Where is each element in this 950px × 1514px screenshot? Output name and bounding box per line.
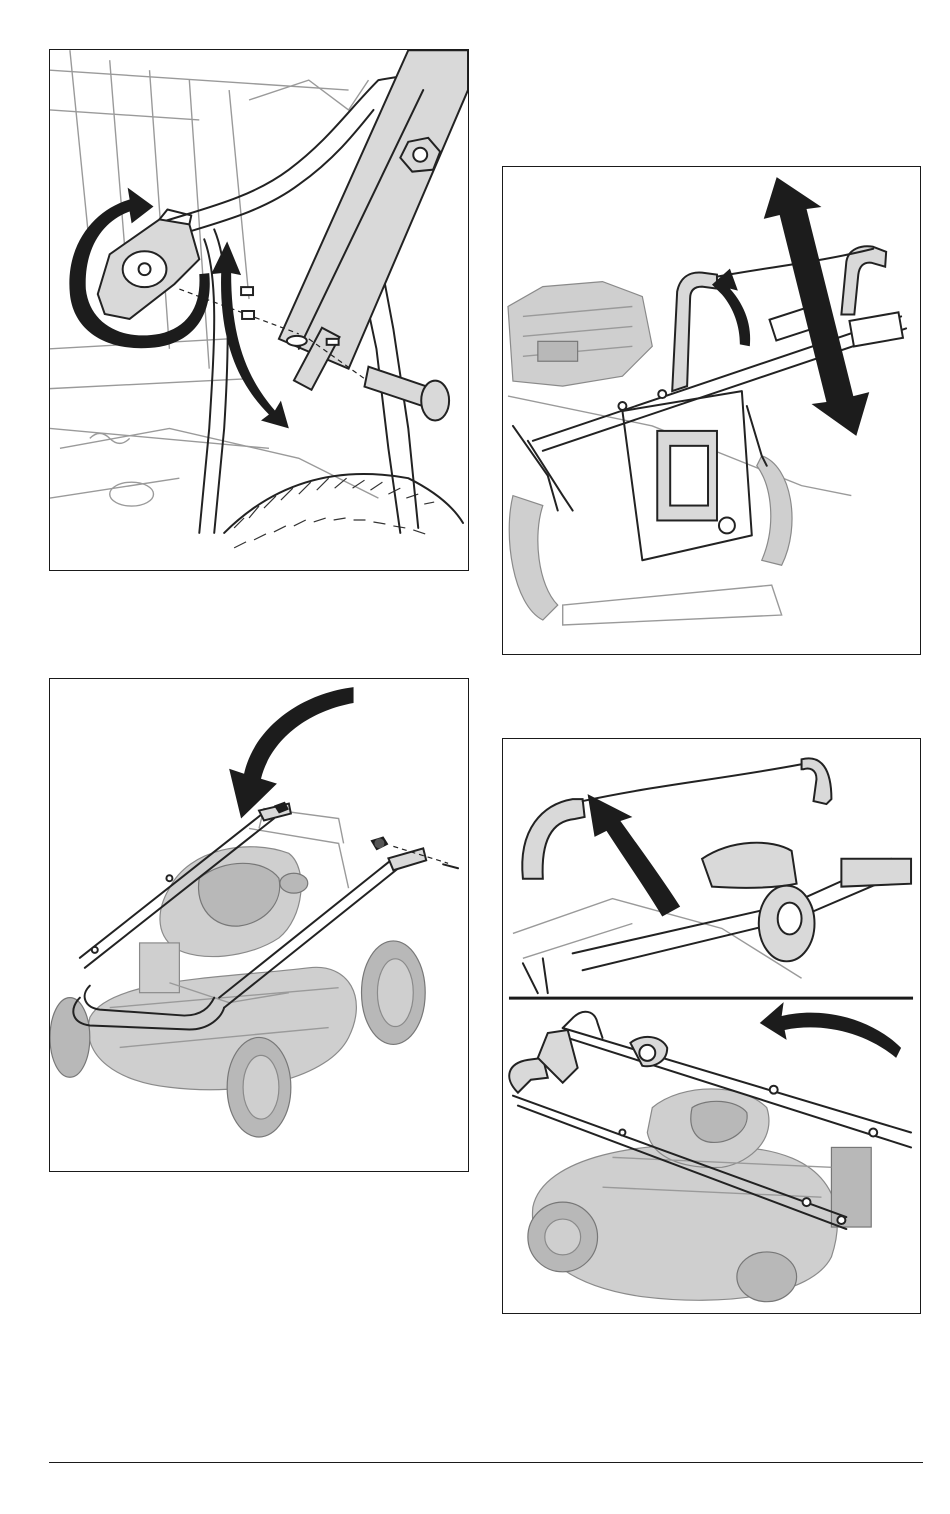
handle-knob-illustration: [50, 50, 468, 570]
lift-arrow-icon: [712, 269, 750, 347]
carriage-bolt: [443, 864, 458, 868]
swing-arrow-icon: [211, 241, 289, 428]
wheel-tread: [224, 474, 463, 548]
handle-fold-back-illustration: [503, 739, 920, 1313]
lower-handle-rails: [513, 406, 767, 510]
knob-icon: [370, 836, 388, 850]
figure-handle-height-adjust: [502, 166, 921, 655]
ghost-mower-body: [50, 809, 425, 1137]
figure-handle-fold-over-mower: [49, 678, 469, 1172]
page-footer-rule: [49, 1462, 923, 1463]
clip-a: [241, 287, 253, 295]
top-view-handle: [513, 758, 911, 993]
figure-handle-fold-back: [502, 738, 921, 1314]
figure-handle-knob-bolt: [49, 49, 469, 571]
clip-b: [242, 311, 254, 319]
handle-fold-illustration: [50, 679, 468, 1171]
clip-c: [327, 339, 339, 345]
knob-icon: [98, 209, 200, 318]
handle-height-illustration: [503, 167, 920, 654]
rotate-back-arrow-icon: [760, 1002, 901, 1058]
raise-arrow-icon: [588, 794, 681, 916]
fold-down-arrow-icon: [229, 687, 353, 818]
